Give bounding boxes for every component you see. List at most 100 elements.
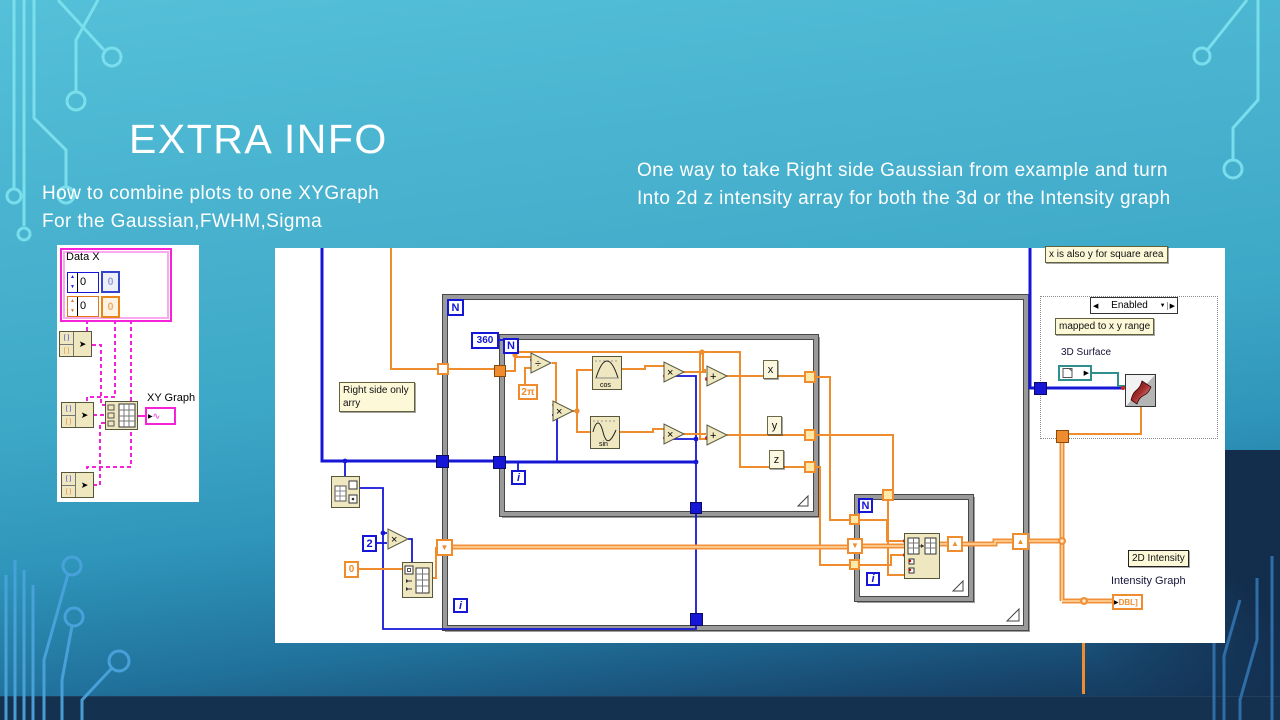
- svg-text:÷: ÷: [535, 358, 541, 370]
- 3d-surface-label: 3D Surface: [1061, 347, 1112, 358]
- two-pi-constant: 2π: [518, 384, 538, 400]
- tunnel: [494, 365, 506, 377]
- y-axis-label: y: [767, 416, 782, 435]
- inner-for-loop: [499, 334, 819, 517]
- replace-array-subset-icon: [907, 537, 937, 574]
- multiply-node: ×: [663, 423, 686, 445]
- tunnel: [804, 429, 816, 441]
- tunnel: [804, 461, 816, 473]
- x-value[interactable]: 0: [77, 273, 98, 292]
- intensity-graph-label: Intensity Graph: [1111, 575, 1186, 587]
- 2d-intensity-label: 2D Intensity: [1128, 550, 1189, 567]
- page-title: EXTRA INFO: [129, 116, 388, 162]
- initialize-array-node: [402, 562, 433, 598]
- selector-left-icon[interactable]: ◀: [1093, 302, 1099, 310]
- bundle-node: [ ][ ] ➤: [61, 472, 94, 498]
- xy-graph-diagram: Data X ▲▼ 0 0 ▲▼ 0 0 [ ][ ] ➤ [ ][ ] ➤ […: [57, 245, 199, 502]
- y-display: 0: [101, 296, 120, 318]
- initialize-array-icon: [404, 565, 430, 594]
- tunnel: [437, 363, 449, 375]
- 3d-surface-plot-node: [1125, 374, 1156, 407]
- z-axis-label: z: [769, 450, 784, 469]
- multiply-node: ×: [387, 528, 410, 550]
- waveform-icon: ∿: [152, 410, 161, 421]
- tunnel: [1034, 382, 1047, 395]
- square-area-label: x is also y for square area: [1045, 246, 1168, 263]
- page-icon: [1062, 368, 1073, 378]
- tunnel: [493, 456, 506, 469]
- left-note: How to combine plots to one XYGraph For …: [42, 180, 379, 236]
- y-value[interactable]: 0: [77, 297, 98, 316]
- tunnel: [690, 613, 703, 626]
- x-axis-label: x: [763, 360, 778, 379]
- bundle-arrow-icon: ➤: [78, 338, 87, 349]
- bundle-arrow-icon: ➤: [80, 409, 89, 420]
- auto-index-tunnel: ▼: [847, 538, 863, 554]
- index-down-icon: ▼: [851, 541, 859, 550]
- bundle-node: [ ][ ] ➤: [61, 402, 94, 428]
- svg-text:×: ×: [391, 534, 397, 546]
- tunnel: [849, 514, 860, 525]
- loop-iteration-terminal: i: [453, 598, 468, 613]
- replace-array-subset-node: [904, 533, 940, 579]
- loop-count-terminal: N: [858, 498, 873, 513]
- mapped-range-label: mapped to x y range: [1055, 318, 1155, 335]
- index-down-icon: ▼: [440, 542, 449, 552]
- terminal-arrow-icon: ▶: [1083, 370, 1089, 377]
- auto-index-tunnel: ▲: [1012, 533, 1029, 550]
- main-block-diagram: ▼ ▲ ▼ ▲ N N N i i i 360 2π 2 0 ÷ × × × +…: [275, 246, 1225, 643]
- selector-right-icon[interactable]: ▶: [1166, 301, 1177, 310]
- diagram-disable-structure: [1040, 296, 1218, 439]
- multiply-node: ×: [552, 400, 575, 422]
- auto-index-tunnel: ▼: [436, 539, 453, 556]
- tunnel: [436, 455, 449, 468]
- bottom-band: [0, 696, 1280, 720]
- auto-index-tunnel: ▲: [947, 536, 963, 552]
- add-node: +: [706, 424, 729, 446]
- 3d-surface-terminal: ▶: [1058, 365, 1092, 381]
- zero-constant: 0: [344, 561, 359, 578]
- data-x-cluster: Data X ▲▼ 0 0 ▲▼ 0 0: [60, 248, 172, 322]
- add-node: +: [706, 365, 729, 387]
- right-note: One way to take Right side Gaussian from…: [637, 157, 1171, 213]
- disable-selector[interactable]: ◀ Enabled ▼ ▶: [1090, 297, 1178, 314]
- selector-down-icon[interactable]: ▼: [1159, 302, 1166, 309]
- cluster-label: Data X: [66, 251, 100, 263]
- index-up-icon: ▲: [951, 539, 959, 548]
- spin-down-icon[interactable]: ▼: [70, 307, 75, 314]
- xy-graph-terminal: ▶ ∿: [145, 407, 176, 425]
- loop-count-terminal: N: [447, 299, 464, 316]
- xy-wires: [86, 320, 145, 486]
- tunnel: [690, 502, 702, 514]
- right-note-line1: One way to take Right side Gaussian from…: [637, 160, 1168, 181]
- terminal-arrow-icon: ▶: [1114, 599, 1119, 606]
- cosine-node: cos: [592, 356, 622, 390]
- y-numeric-control[interactable]: ▲▼ 0: [67, 296, 99, 317]
- left-note-line2: For the Gaussian,FWHM,Sigma: [42, 211, 323, 232]
- selector-value[interactable]: Enabled: [1111, 300, 1148, 311]
- orange-wire-tail: [1082, 643, 1085, 694]
- svg-text:+: +: [710, 430, 716, 442]
- intensity-graph-terminal: ▶ DBL]: [1112, 594, 1143, 610]
- multiply-node: ×: [663, 361, 686, 383]
- bundle-arrow-icon: ➤: [80, 479, 89, 490]
- tunnel: [804, 371, 816, 383]
- loop-iteration-terminal: i: [866, 572, 880, 586]
- right-side-label: Right side only arry: [339, 382, 415, 412]
- x-spinner[interactable]: ▲▼: [68, 273, 77, 292]
- dbl-type-text: DBL]: [1118, 597, 1138, 607]
- x-numeric-control[interactable]: ▲▼ 0: [67, 272, 99, 293]
- tunnel: [849, 559, 860, 570]
- left-note-line1: How to combine plots to one XYGraph: [42, 183, 380, 204]
- tunnel: [882, 489, 894, 501]
- svg-text:×: ×: [667, 429, 673, 441]
- terminal-arrow-icon: ▶: [148, 413, 153, 420]
- svg-text:sin: sin: [599, 441, 608, 448]
- tunnel: [1056, 430, 1069, 443]
- spin-up-icon[interactable]: ▲: [70, 298, 75, 304]
- spin-up-icon[interactable]: ▲: [70, 274, 75, 280]
- svg-text:×: ×: [667, 367, 673, 379]
- y-spinner[interactable]: ▲▼: [68, 297, 77, 316]
- spin-down-icon[interactable]: ▼: [70, 283, 75, 290]
